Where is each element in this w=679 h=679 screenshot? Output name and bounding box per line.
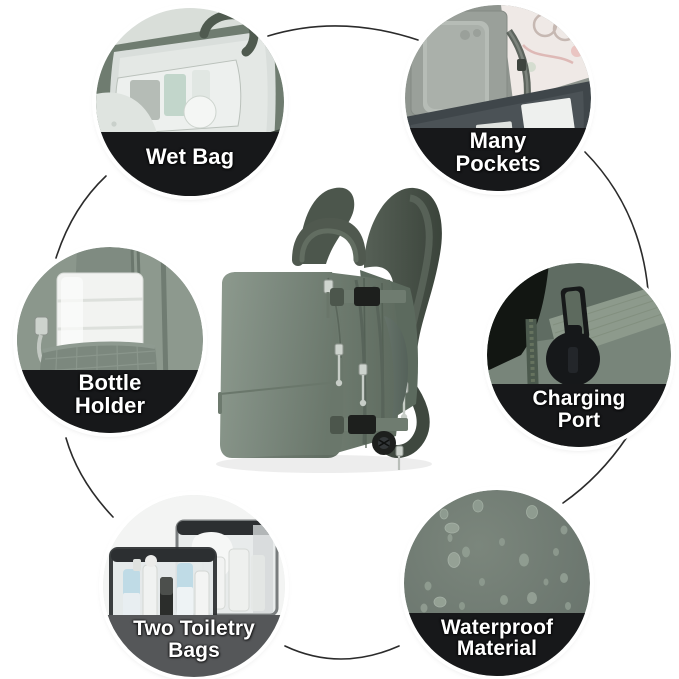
front-pocket-seam: [219, 381, 339, 395]
feature-two-toiletry-bags[interactable]: Two Toiletry Bags: [103, 495, 285, 677]
small-toiletry-bag: [109, 547, 217, 633]
charging-port-label-band: Charging Port: [487, 384, 671, 447]
two-toiletry-bags-label-band: Two Toiletry Bags: [103, 615, 285, 677]
many-pockets-label: Many Pockets: [455, 128, 541, 177]
charging-port-label: Charging Port: [532, 386, 626, 432]
feature-waterproof-material[interactable]: Waterproof Material: [404, 490, 590, 676]
side-pocket: [384, 316, 408, 420]
two-toiletry-bags-label: Two Toiletry Bags: [133, 617, 255, 662]
feature-bottle-holder[interactable]: Bottle Holder: [17, 247, 203, 433]
feature-charging-port[interactable]: Charging Port: [487, 263, 671, 447]
wet-bag-label-band: Wet Bag: [96, 132, 284, 196]
feature-wet-bag[interactable]: Wet Bag: [96, 8, 284, 196]
bottle-holder-label-band: Bottle Holder: [17, 369, 203, 433]
compression-strap-top: [330, 287, 406, 306]
connector-wet-bag-to-many-pockets: [267, 25, 419, 41]
many-pockets-label-band: Many Pockets: [405, 127, 591, 191]
usb-charging-port: [372, 431, 396, 455]
connector-toiletry-to-bottle-holder: [65, 437, 114, 518]
product-backpack-image: [216, 187, 442, 473]
compression-strap-bottom: [330, 415, 408, 434]
wet-bag-label: Wet Bag: [145, 144, 235, 170]
bottom-zipper-pull: [395, 445, 404, 470]
backpack-main-body: [220, 272, 344, 458]
usb-port-disc: [546, 325, 600, 386]
connector-waterproof-to-toiletry: [284, 645, 400, 660]
waterproof-material-label-band: Waterproof Material: [404, 612, 590, 676]
waterproof-material-label: Waterproof Material: [440, 615, 554, 661]
water-droplets: [420, 499, 571, 639]
bottle-holder-label: Bottle Holder: [74, 370, 146, 419]
feature-many-pockets[interactable]: Many Pockets: [405, 5, 591, 191]
